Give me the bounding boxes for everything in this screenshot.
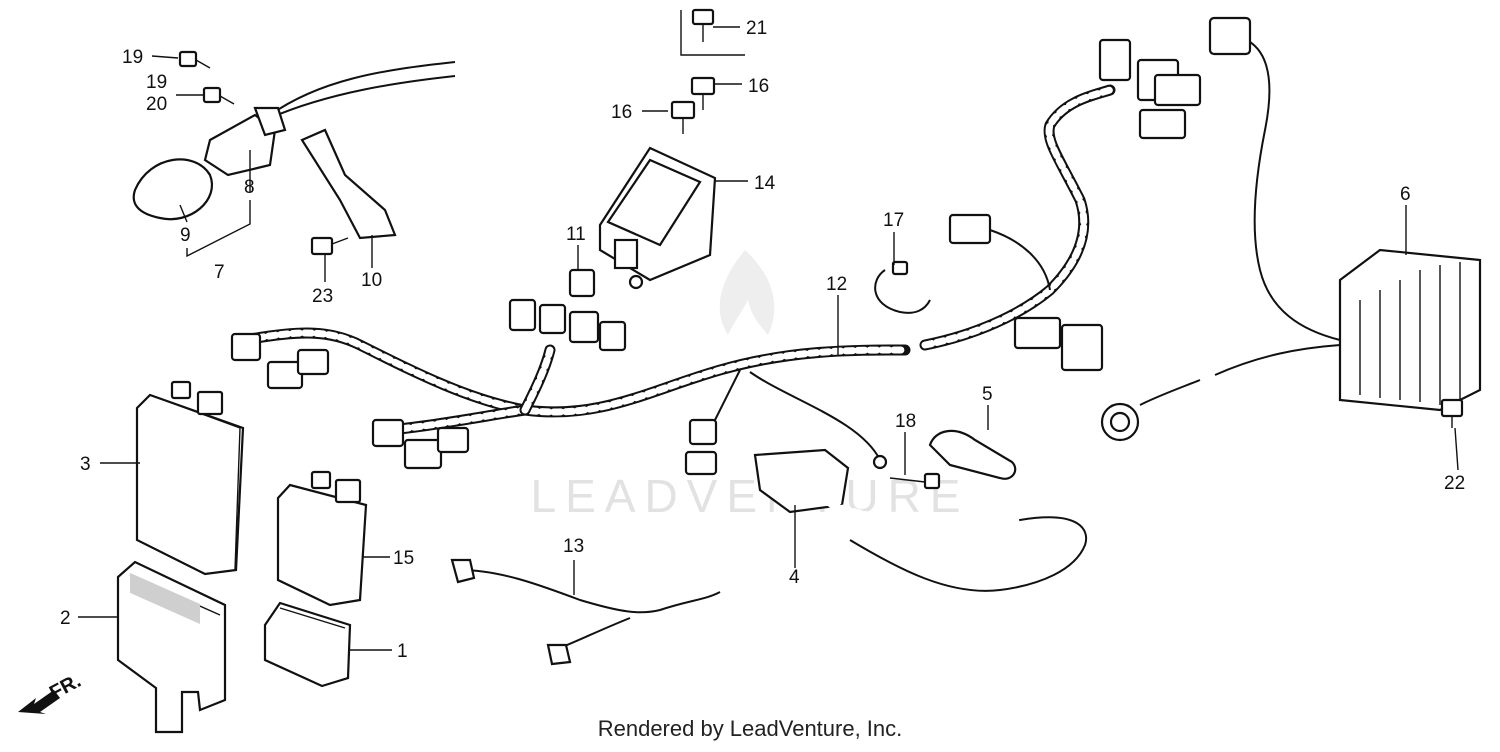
callout-3: 3 — [80, 454, 91, 475]
leader-lines — [78, 10, 1459, 651]
sub-harness — [450, 558, 721, 666]
callout-20: 20 — [146, 94, 167, 115]
callout-5: 5 — [982, 384, 993, 405]
callout-21: 21 — [746, 18, 767, 39]
callout-23: 23 — [312, 286, 333, 307]
main-wire-harness — [230, 38, 1202, 476]
callout-13: 13 — [563, 536, 584, 557]
callout-10: 10 — [361, 270, 382, 291]
ignition-coil — [753, 429, 1088, 592]
credit-line: Rendered by LeadVenture, Inc. — [597, 716, 903, 741]
wire-clip — [874, 260, 931, 314]
callout-16-right: 16 — [748, 76, 769, 97]
callout-1: 1 — [397, 641, 408, 662]
callout-19-bottom: 19 — [146, 72, 167, 93]
relay-unit — [276, 470, 368, 607]
callout-16-left: 16 — [611, 102, 632, 123]
cdi-unit — [135, 380, 245, 576]
callout-labels: 19 19 20 8 9 7 10 23 21 16 16 14 11 12 1… — [60, 18, 1465, 662]
callout-12: 12 — [826, 274, 847, 295]
callout-22: 22 — [1444, 473, 1465, 494]
watermark: LEADVENTURE — [531, 250, 970, 522]
watermark-text: LEADVENTURE — [531, 470, 970, 522]
callout-9: 9 — [180, 225, 191, 246]
callout-7: 7 — [214, 262, 225, 283]
callout-19-top: 19 — [122, 47, 143, 68]
callout-6: 6 — [1400, 184, 1411, 205]
callout-17: 17 — [883, 210, 904, 231]
callout-18: 18 — [895, 411, 916, 432]
relay-rubber-mount — [263, 601, 352, 688]
callout-15: 15 — [393, 548, 414, 569]
front-direction-arrow: FR. — [18, 670, 85, 714]
ignition-coil-assembly — [132, 61, 456, 240]
cdi-rubber-mount — [116, 560, 227, 734]
fuse-box — [598, 146, 717, 290]
callout-2: 2 — [60, 608, 71, 629]
bolts — [178, 8, 1464, 428]
callout-8: 8 — [244, 177, 255, 198]
callout-14: 14 — [754, 173, 776, 194]
callout-4: 4 — [789, 567, 800, 588]
regulator-rectifier — [1100, 16, 1482, 442]
callout-bracket-7 — [186, 200, 251, 258]
callout-11: 11 — [566, 224, 586, 245]
